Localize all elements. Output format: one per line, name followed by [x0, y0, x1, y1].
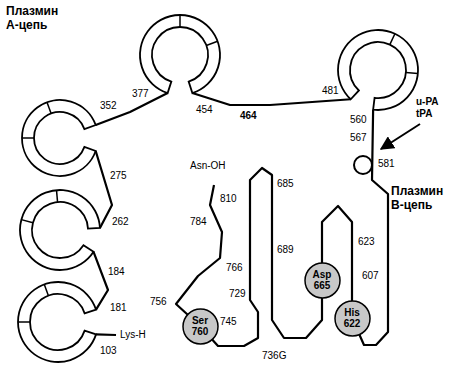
residue-circle-shape: [335, 301, 370, 336]
kringle-ring: [20, 190, 100, 270]
kringle-ring: [338, 30, 418, 110]
residue-number: 352: [100, 100, 117, 112]
residue-number: 756: [150, 296, 167, 308]
residue-number: 481: [322, 85, 339, 97]
chain-name: Плазмин В-цепь: [391, 184, 449, 212]
residue-number: Asn-OH: [190, 160, 226, 172]
residue-number: Lys-H: [120, 329, 146, 341]
residue-number: 607: [362, 270, 379, 282]
residue-number: 454: [196, 104, 213, 116]
kringle-ring: [18, 282, 96, 362]
residue-number: 464: [240, 110, 257, 122]
peptide-chain: [96, 333, 116, 336]
peptide-chain: [96, 151, 112, 228]
residue-number: 736G: [262, 350, 286, 362]
residue-name: Ser 760: [189, 315, 211, 337]
disulfide-bridge: [21, 220, 33, 223]
residue-number: 766: [226, 262, 243, 274]
residue-circle-shape: [305, 263, 340, 298]
peptide-chain: [94, 252, 108, 310]
disulfide-bridge: [44, 284, 48, 295]
active-site-residue: Ser 760: [182, 308, 219, 345]
disulfide-bridge: [179, 15, 181, 27]
disulfide-bridge: [390, 34, 395, 45]
disulfide-bridge: [22, 137, 34, 139]
cleavage-arrow: [381, 124, 420, 149]
residue-number: 275: [110, 170, 127, 182]
disulfide-bridge: [206, 41, 217, 45]
residue-number: 685: [277, 178, 294, 190]
residue-number: 689: [277, 244, 294, 256]
residue-number: 262: [112, 216, 129, 228]
residue-name: His 622: [341, 307, 363, 329]
residue-number: 784: [190, 216, 207, 228]
residue-number: 184: [108, 266, 125, 278]
disulfide-bridge: [406, 72, 418, 73]
residue-number: 810: [220, 193, 237, 205]
disulfide-bridge: [18, 321, 30, 323]
residue-circle-shape: [183, 309, 218, 344]
residue-number: 377: [132, 88, 149, 100]
residue-number: 581: [378, 158, 395, 170]
kringle-ring: [140, 15, 220, 93]
residue-number: 567: [350, 132, 367, 144]
activator-label: u-PA tPA: [416, 96, 448, 120]
residue-number: 729: [229, 288, 246, 300]
residue-number: 103: [100, 345, 117, 357]
residue-number: 560: [350, 114, 367, 126]
active-site-residue: Asp 665: [304, 262, 341, 299]
kringle-ring: [22, 100, 96, 176]
residue-number: 623: [358, 236, 375, 248]
disulfide-bridge: [57, 190, 58, 202]
residue-name: Asp 665: [311, 269, 333, 291]
chain-name: Плазмин А-цепь: [6, 4, 70, 32]
active-site-residue: His 622: [334, 300, 371, 337]
residue-number: 181: [110, 302, 127, 314]
peptide-chain: [176, 110, 388, 346]
disulfide-bridge: [47, 102, 51, 113]
loop-581: [354, 156, 372, 174]
residue-number: 745: [220, 316, 237, 328]
peptide-chain: [96, 93, 168, 125]
